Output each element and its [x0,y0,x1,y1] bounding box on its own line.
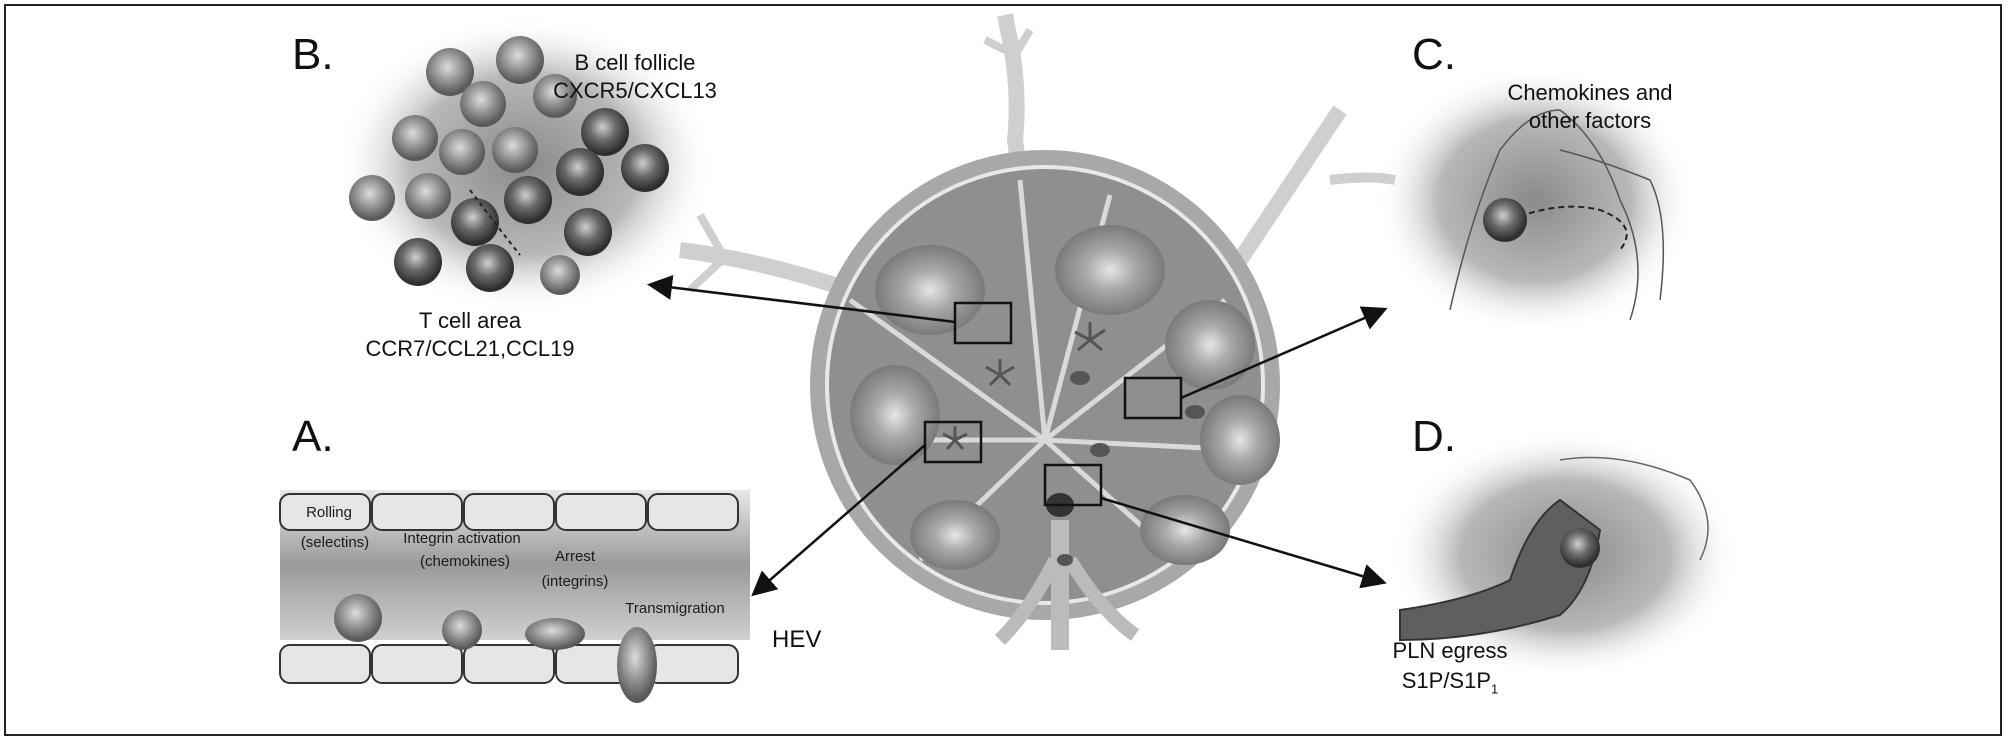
endothelial-cell [464,494,554,530]
endothelial-cell [464,645,554,683]
t-cell [581,108,629,156]
panel-label-c: C. [1412,30,1456,81]
t-cell [556,148,604,196]
rolling-lymphocyte [334,594,382,642]
panel-label-d: D. [1412,412,1456,463]
d-line-1: PLN egress [1350,638,1550,663]
a-integrins: (integrins) [530,573,620,590]
panel-label-a: A. [292,412,334,463]
lymphocyte [1057,554,1073,566]
endothelial-cell [372,494,462,530]
t-cell [451,198,499,246]
b-follicle-receptor: CXCR5/CXCL13 [535,78,735,103]
t-cell [466,244,514,292]
a-transmigration: Transmigration [605,600,745,617]
endothelial-cell [556,494,646,530]
afferent-lymphatic [680,250,850,290]
c-line-1: Chemokines and [1480,80,1700,105]
b-cell [439,129,485,175]
b-cell [392,115,438,161]
b-cell [349,175,395,221]
b-cell [460,81,506,127]
b-cell [492,127,538,173]
afferent-lymphatic [1240,110,1340,260]
t-cell [621,144,669,192]
t-cell [504,176,552,224]
d-line-2: S1P/S1P1 [1360,668,1540,697]
panel-c-illustration [1375,65,1695,335]
t-cell-receptor: CCR7/CCL21,CCL19 [350,336,590,361]
lymphocyte [1185,405,1205,419]
follicle [850,365,940,465]
t-cell [540,255,580,295]
a-integrin-activation: Integrin activation [392,530,532,547]
panel-a-illustration [280,490,750,703]
activated-lymphocyte [442,610,482,650]
panel-label-b: B. [292,30,334,81]
bottom-endothelium [280,645,738,683]
t-cell [394,238,442,286]
endothelial-cell [372,645,462,683]
b-cell [405,173,451,219]
transmigrating-lymphocyte [617,627,657,703]
lymphocyte [1070,371,1090,385]
follicle [910,500,1000,570]
follicle [1140,495,1230,565]
c-line-2: other factors [1480,108,1700,133]
t-cell [564,208,612,256]
endothelial-cell [648,494,738,530]
a-chemokines: (chemokines) [410,553,520,570]
lymphocyte [1090,443,1110,457]
endothelial-cell [280,645,370,683]
follicle [1165,300,1255,390]
d-line-2-subscript: 1 [1491,681,1498,696]
afferent-lymphatic-branch [1330,178,1395,181]
a-selectins: (selectins) [290,534,380,551]
arrested-lymphocyte [525,618,585,650]
lymphocyte [1483,198,1527,242]
lymphocyte [1560,528,1600,568]
b-follicle-title: B cell follicle [535,50,735,75]
a-arrest: Arrest [540,548,610,565]
hev-label: HEV [772,626,821,654]
a-rolling: Rolling [294,504,364,521]
follicle [1200,395,1280,485]
t-cell-title: T cell area [370,308,570,333]
panel-c-background [1375,65,1695,335]
d-line-2-main: S1P/S1P [1402,668,1491,693]
follicle [1055,225,1165,315]
follicle [875,245,985,335]
endothelial-cell [648,645,738,683]
